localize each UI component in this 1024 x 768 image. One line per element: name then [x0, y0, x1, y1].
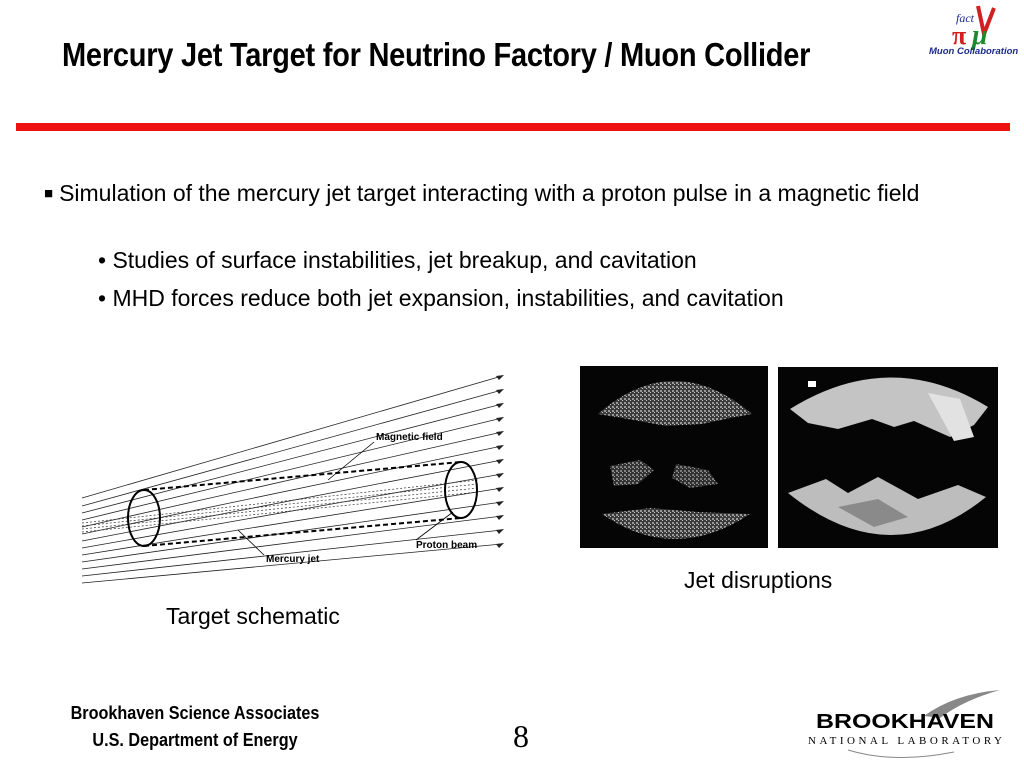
title-divider — [16, 123, 1010, 131]
jet-disruption-photo-2 — [778, 367, 998, 548]
proton-beam — [81, 479, 479, 533]
sub-bullet-1: • Studies of surface instabilities, jet … — [98, 247, 697, 273]
footer-organization: Brookhaven Science Associates U.S. Depar… — [47, 700, 344, 754]
logo-mu-glyph: μ — [970, 20, 988, 51]
logo-nu-glyph — [976, 5, 996, 41]
slide-title: Mercury Jet Target for Neutrino Factory … — [62, 36, 811, 73]
logo-fact-text: fact — [956, 11, 975, 25]
label-magnetic-field: Magnetic field — [376, 432, 443, 443]
field-arrowheads — [496, 375, 504, 548]
schematic-caption: Target schematic — [166, 603, 340, 629]
main-bullet-text: Simulation of the mercury jet target int… — [59, 180, 920, 206]
bnl-logo-subtitle: NATIONAL LABORATORY — [808, 735, 1002, 747]
footer-org-line-2: U.S. Department of Energy — [92, 730, 298, 750]
mercury-jet-cylinder — [127, 461, 478, 547]
footer-org-line-1: Brookhaven Science Associates — [70, 703, 320, 723]
main-bullet: ■ Simulation of the mercury jet target in… — [44, 178, 974, 209]
schematic-leaders — [237, 441, 454, 556]
fact-collaboration-logo: fact π μ — [952, 5, 996, 51]
square-bullet-icon: ■ — [44, 185, 54, 202]
jet-disruption-photo-1 — [580, 366, 768, 548]
logo-pi-glyph: π — [952, 21, 966, 50]
jet-disruptions-caption: Jet disruptions — [684, 567, 833, 593]
label-proton-beam: Proton beam — [416, 540, 477, 551]
bnl-logo-name: BROOKHAVEN — [816, 711, 994, 733]
label-mercury-jet: Mercury jet — [266, 554, 320, 565]
logo-caption: Muon Collaboration — [929, 46, 1019, 57]
brookhaven-national-laboratory-logo: BROOKHAVEN NATIONAL LABORATORY — [808, 690, 1002, 759]
magnetic-field-lines — [81, 375, 503, 584]
target-schematic-diagram: Magnetic field Mercury jet Proton beam — [81, 375, 504, 584]
bnl-swoosh-icon — [924, 690, 1000, 718]
sub-bullet-2: • MHD forces reduce both jet expansion, … — [98, 285, 784, 311]
page-number: 8 — [513, 718, 529, 754]
